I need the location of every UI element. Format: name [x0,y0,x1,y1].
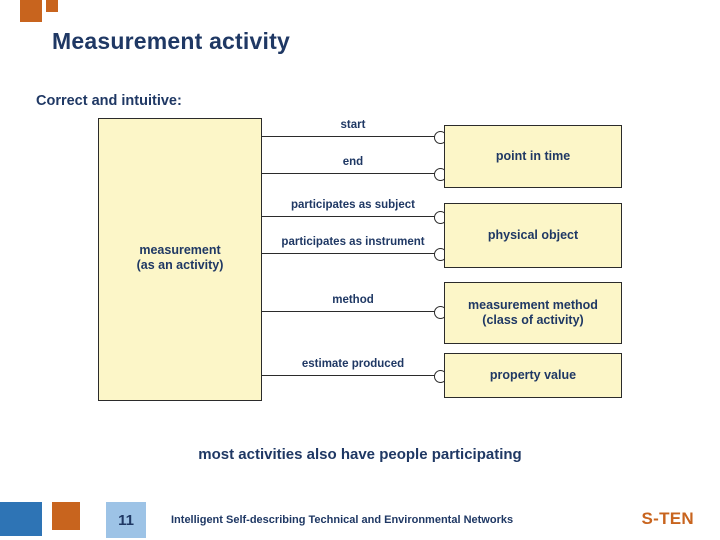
footer-square-blue [0,502,42,536]
relation-label-method: method [332,294,374,306]
entity-box-point-in-time: point in time [444,125,622,188]
relation-label-start: start [340,119,366,131]
relation-label-participates-as-instrument: participates as instrument [281,236,425,248]
decor-square-orange-small [46,0,58,12]
footer-project-name: Intelligent Self-describing Technical an… [171,514,514,526]
relation-line-estimate-produced [262,375,444,376]
footer-square-orange [52,502,80,530]
relation-label-participates-as-subject: participates as subject [291,199,415,211]
entity-box-property-value-label: property value [489,368,577,382]
entity-box-measurement-method: measurement method (class of activity) [444,282,622,344]
measurement-activity-label-line2: (as an activity) [136,258,224,272]
relation-label-estimate-produced: estimate produced [301,358,405,370]
entity-box-measurement-method-line2: (class of activity) [482,313,584,327]
entity-box-point-in-time-label: point in time [495,149,571,163]
entity-box-property-value: property value [444,353,622,398]
page-title: Measurement activity [52,28,290,54]
entity-box-measurement-method-label: measurement method (class of activity) [468,298,598,328]
page-number: 11 [118,511,134,529]
relation-line-method [262,311,444,312]
brand-logo-text: S-TEN [641,509,694,528]
entity-box-measurement-method-line1: measurement method [468,298,598,312]
decor-square-orange-large [20,0,42,22]
relation-label-end: end [342,156,364,168]
relation-line-start [262,136,444,137]
relation-line-participates-as-subject [262,216,444,217]
relation-line-end [262,173,444,174]
measurement-activity-label: measurement (as an activity) [98,243,262,273]
entity-box-physical-object-label: physical object [487,228,579,242]
diagram-caption: most activities also have people partici… [198,446,522,463]
relation-line-participates-as-instrument [262,253,444,254]
measurement-activity-label-line1: measurement [139,243,221,257]
slide-subtitle: Correct and intuitive: [36,93,182,109]
footer-square-light-blue [106,502,146,538]
measurement-activity-box [98,118,262,401]
entity-box-physical-object: physical object [444,203,622,268]
